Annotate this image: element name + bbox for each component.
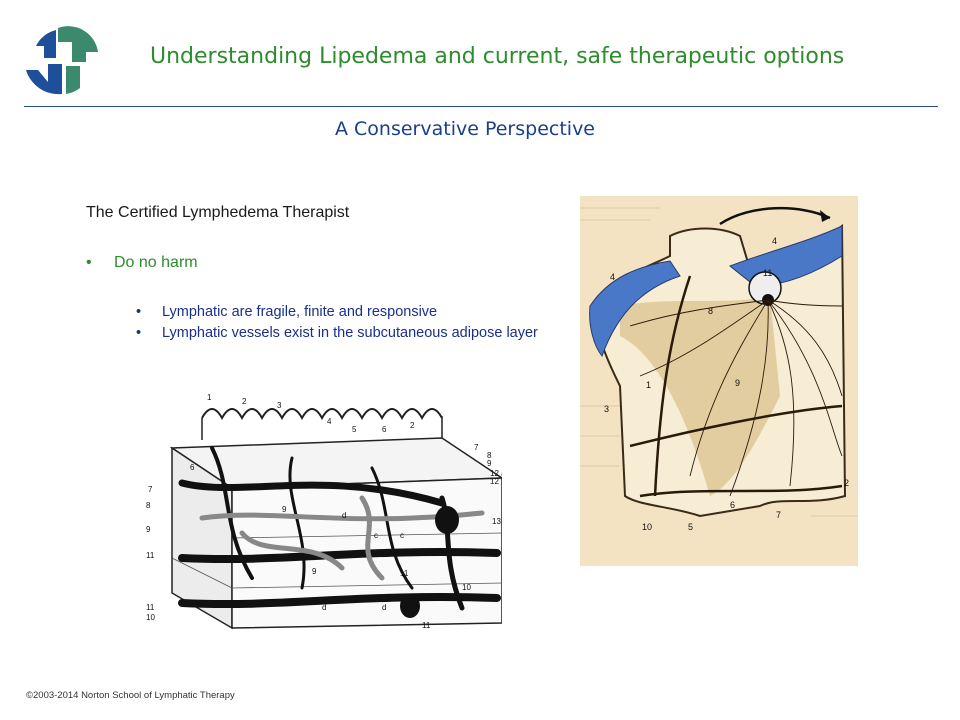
figure-label: 4 (610, 272, 615, 282)
figure-label: 8 (708, 306, 713, 316)
norton-school-logo-icon (26, 26, 98, 95)
skin-cross-section-figure: 1 2 3 4 5 6 2 7 8 9 12 a 12 b 13 6 7 8 9… (146, 393, 502, 630)
figure-label: 9 (487, 459, 492, 468)
figure-label: 5 (688, 522, 693, 532)
main-bullet: • Do no harm (86, 254, 198, 272)
figure-label: 6 (190, 463, 195, 472)
figure-label: 12 b (490, 477, 502, 486)
bullet-dot: • (86, 254, 92, 271)
sub-bullet-text: Lymphatic are fragile, finite and respon… (162, 304, 438, 320)
main-bullet-text: Do no harm (114, 254, 198, 271)
page-subtitle: A Conservative Perspective (335, 118, 595, 140)
figure-label: 12 a (490, 469, 502, 478)
figure-label: 2 (242, 397, 247, 406)
figure-label: 3 (604, 404, 609, 414)
figure-label: 5 (352, 425, 357, 434)
figure-label: 4 (772, 236, 777, 246)
copyright-footer: ©2003-2014 Norton School of Lymphatic Th… (26, 690, 235, 701)
figure-label: 9 (312, 567, 317, 576)
figure-label: c (400, 531, 404, 540)
figure-label: c (374, 531, 378, 540)
figure-label: 11 (422, 621, 431, 630)
sub-bullet-item: • Lymphatic are fragile, finite and respo… (136, 302, 556, 323)
figure-label: 2 (844, 478, 849, 488)
figure-label: d (382, 603, 386, 612)
figure-label: d (342, 511, 346, 520)
sub-bullet-text: Lymphatic vessels exist in the subcutane… (162, 325, 538, 341)
figure-label: 11 (400, 569, 409, 578)
sub-bullet-list: • Lymphatic are fragile, finite and respo… (136, 302, 556, 344)
sub-bullet-item: • Lymphatic vessels exist in the subcutan… (136, 323, 556, 344)
figure-label: 10 (146, 613, 155, 622)
figure-label: 3 (277, 401, 282, 410)
figure-label: 9 (282, 505, 287, 514)
figure-label: 6 (382, 425, 387, 434)
figure-label: 7 (474, 443, 479, 452)
figure-label: 1 (646, 380, 651, 390)
figure-label: 1 (207, 393, 212, 402)
figure-label: 6 (730, 500, 735, 510)
section-heading: The Certified Lymphedema Therapist (86, 204, 350, 221)
figure-label: 8 (487, 451, 492, 460)
figure-label: 13 (492, 517, 501, 526)
figure-label: 7 (776, 510, 781, 520)
figure-label: 2 (410, 421, 415, 430)
figure-label: 11 (763, 268, 772, 278)
figure-label: d (322, 603, 326, 612)
figure-label: 10 (462, 583, 471, 592)
figure-label: 11 (146, 551, 155, 560)
bullet-dot: • (136, 304, 142, 320)
torso-lymphatic-figure: 11 4 4 8 9 1 3 2 10 5 6 7 (580, 196, 858, 566)
figure-label: 4 (327, 417, 332, 426)
figure-label: 10 (642, 522, 652, 532)
page-title: Understanding Lipedema and current, safe… (150, 44, 845, 69)
figure-label: 9 (735, 378, 740, 388)
figure-label: 9 (146, 525, 151, 534)
figure-label: 8 (146, 501, 151, 510)
header-divider (24, 106, 938, 107)
bullet-dot: • (136, 325, 142, 341)
figure-label: 7 (148, 485, 153, 494)
figure-label: 11 (146, 603, 155, 612)
